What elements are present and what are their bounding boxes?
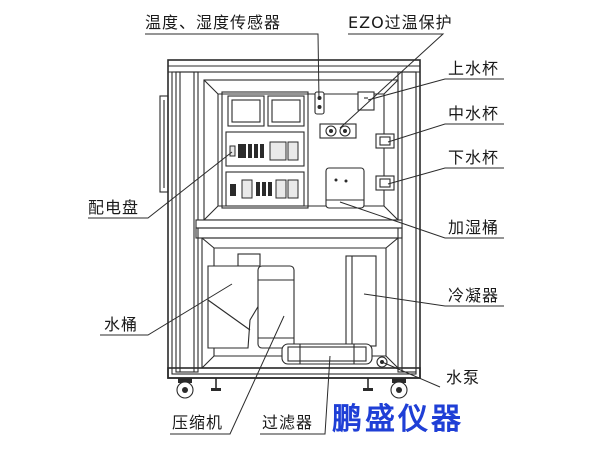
label-humidifier-tank: 加湿桶	[448, 218, 500, 237]
label-ezo-overtemp: EZO过温保护	[348, 13, 453, 32]
compressor	[257, 265, 295, 349]
label-distribution-board: 配电盘	[88, 198, 140, 217]
leveling-foot-right	[363, 378, 373, 391]
label-water-bucket: 水桶	[104, 315, 139, 334]
label-lower-cup: 下水杯	[448, 148, 500, 167]
temp-humidity-sensor	[314, 91, 325, 115]
label-compressor: 压缩机	[172, 413, 224, 432]
label-water-pump: 水泵	[446, 368, 481, 387]
label-temp-humidity-sensor: 温度、湿度传感器	[145, 13, 282, 32]
filter	[281, 343, 373, 365]
label-filter: 过滤器	[262, 413, 314, 432]
middle-water-cup	[375, 133, 395, 149]
humidifier-tank	[325, 167, 365, 209]
brand-text: 鹏盛仪器	[332, 402, 464, 437]
label-middle-cup: 中水杯	[448, 104, 500, 123]
upper-water-cup	[357, 91, 375, 111]
caster-wheel-right	[390, 378, 408, 399]
condenser	[345, 255, 377, 347]
label-condenser: 冷凝器	[448, 286, 500, 305]
label-upper-cup: 上水杯	[448, 59, 500, 78]
water-bucket	[207, 253, 263, 349]
leader-lines	[88, 33, 504, 435]
distribution-board	[221, 91, 309, 209]
caster-wheel-left	[176, 378, 194, 399]
leveling-foot-left	[211, 378, 221, 391]
ezo-overtemp-protector	[319, 123, 357, 139]
